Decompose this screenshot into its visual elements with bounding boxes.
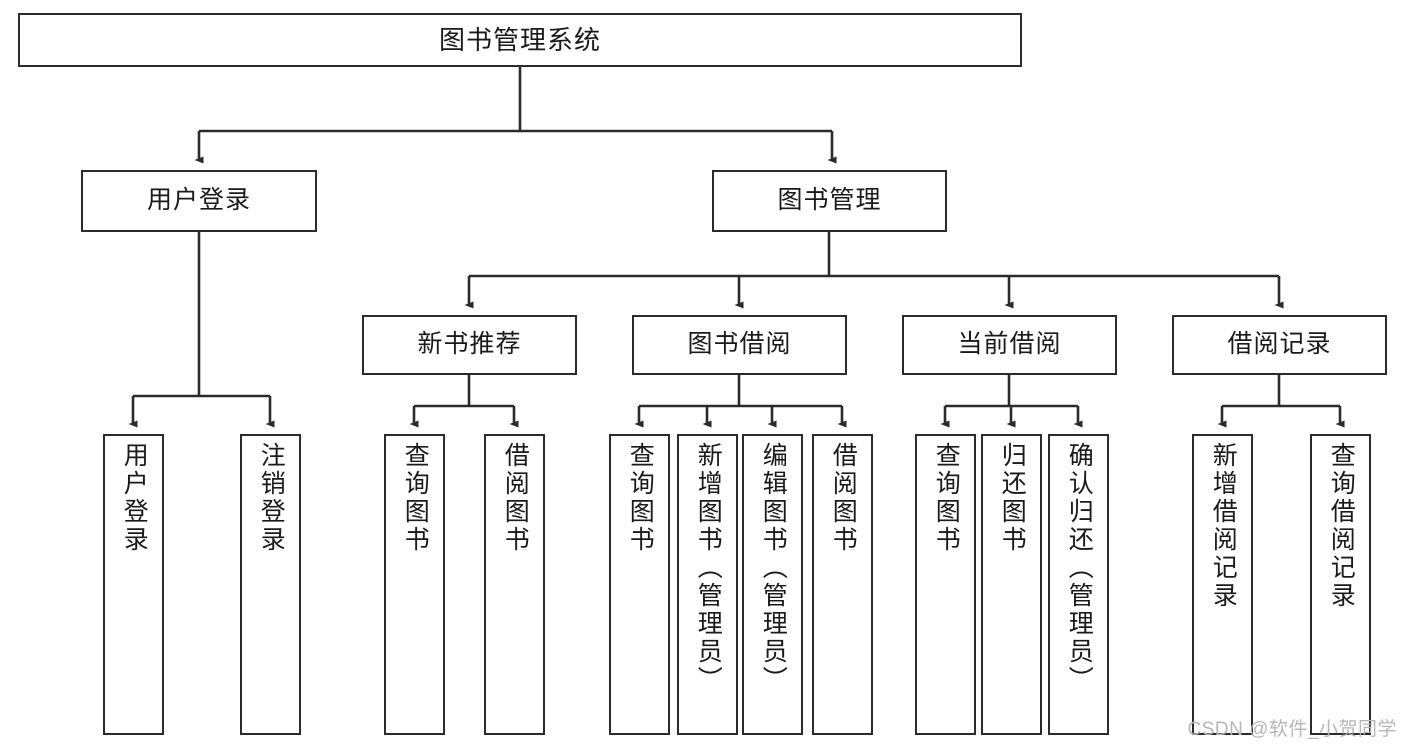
node-label: 图书管理: [777, 186, 882, 215]
node-label: 当前借阅: [957, 330, 1062, 359]
node-label: 查询图书: [401, 442, 430, 554]
node-label: 归还图书: [998, 442, 1027, 554]
node-label: 新增图书（管理员）: [694, 442, 723, 694]
leaf-book-borrow-borrow[interactable]: 借阅图书: [812, 434, 873, 735]
node-label: 借阅图书: [501, 442, 530, 554]
node-label: 用户登录: [120, 442, 149, 554]
leaf-new-book-borrow[interactable]: 借阅图书: [484, 434, 545, 735]
node-label: 借阅图书: [829, 442, 858, 554]
node-root-book-management-system[interactable]: 图书管理系统: [18, 13, 1022, 67]
node-label: 注销登录: [257, 442, 286, 554]
node-borrow-record[interactable]: 借阅记录: [1172, 315, 1387, 375]
leaf-borrow-record-add[interactable]: 新增借阅记录: [1192, 434, 1253, 735]
node-book-borrow[interactable]: 图书借阅: [632, 315, 847, 375]
leaf-new-book-query[interactable]: 查询图书: [384, 434, 445, 735]
node-label: 新书推荐: [417, 330, 522, 359]
node-label: 查询图书: [932, 442, 961, 554]
node-label: 编辑图书（管理员）: [759, 442, 788, 694]
leaf-current-borrow-query[interactable]: 查询图书: [915, 434, 976, 735]
node-label: 查询图书: [626, 442, 655, 554]
node-label: 用户登录: [146, 186, 251, 215]
node-label: 查询借阅记录: [1327, 442, 1356, 610]
leaf-user-login-login[interactable]: 用户登录: [103, 434, 164, 735]
node-label: 图书管理系统: [438, 24, 601, 55]
node-label: 图书借阅: [687, 330, 792, 359]
node-label: 新增借阅记录: [1209, 442, 1238, 610]
node-new-book-recommend[interactable]: 新书推荐: [362, 315, 577, 375]
node-current-borrow[interactable]: 当前借阅: [902, 315, 1117, 375]
leaf-user-login-logout[interactable]: 注销登录: [240, 434, 301, 735]
node-label: 借阅记录: [1227, 330, 1332, 359]
leaf-book-borrow-add-admin[interactable]: 新增图书（管理员）: [677, 434, 738, 735]
node-label: 确认归还（管理员）: [1065, 442, 1094, 694]
node-user-login[interactable]: 用户登录: [81, 170, 317, 232]
leaf-current-borrow-confirm-return-admin[interactable]: 确认归还（管理员）: [1048, 434, 1109, 735]
leaf-book-borrow-edit-admin[interactable]: 编辑图书（管理员）: [742, 434, 803, 735]
node-book-management[interactable]: 图书管理: [712, 170, 947, 232]
leaf-book-borrow-query[interactable]: 查询图书: [609, 434, 670, 735]
watermark-csdn: CSDN @软件_小贺同学: [1187, 719, 1397, 740]
leaf-current-borrow-return[interactable]: 归还图书: [981, 434, 1042, 735]
leaf-borrow-record-query[interactable]: 查询借阅记录: [1310, 434, 1371, 735]
